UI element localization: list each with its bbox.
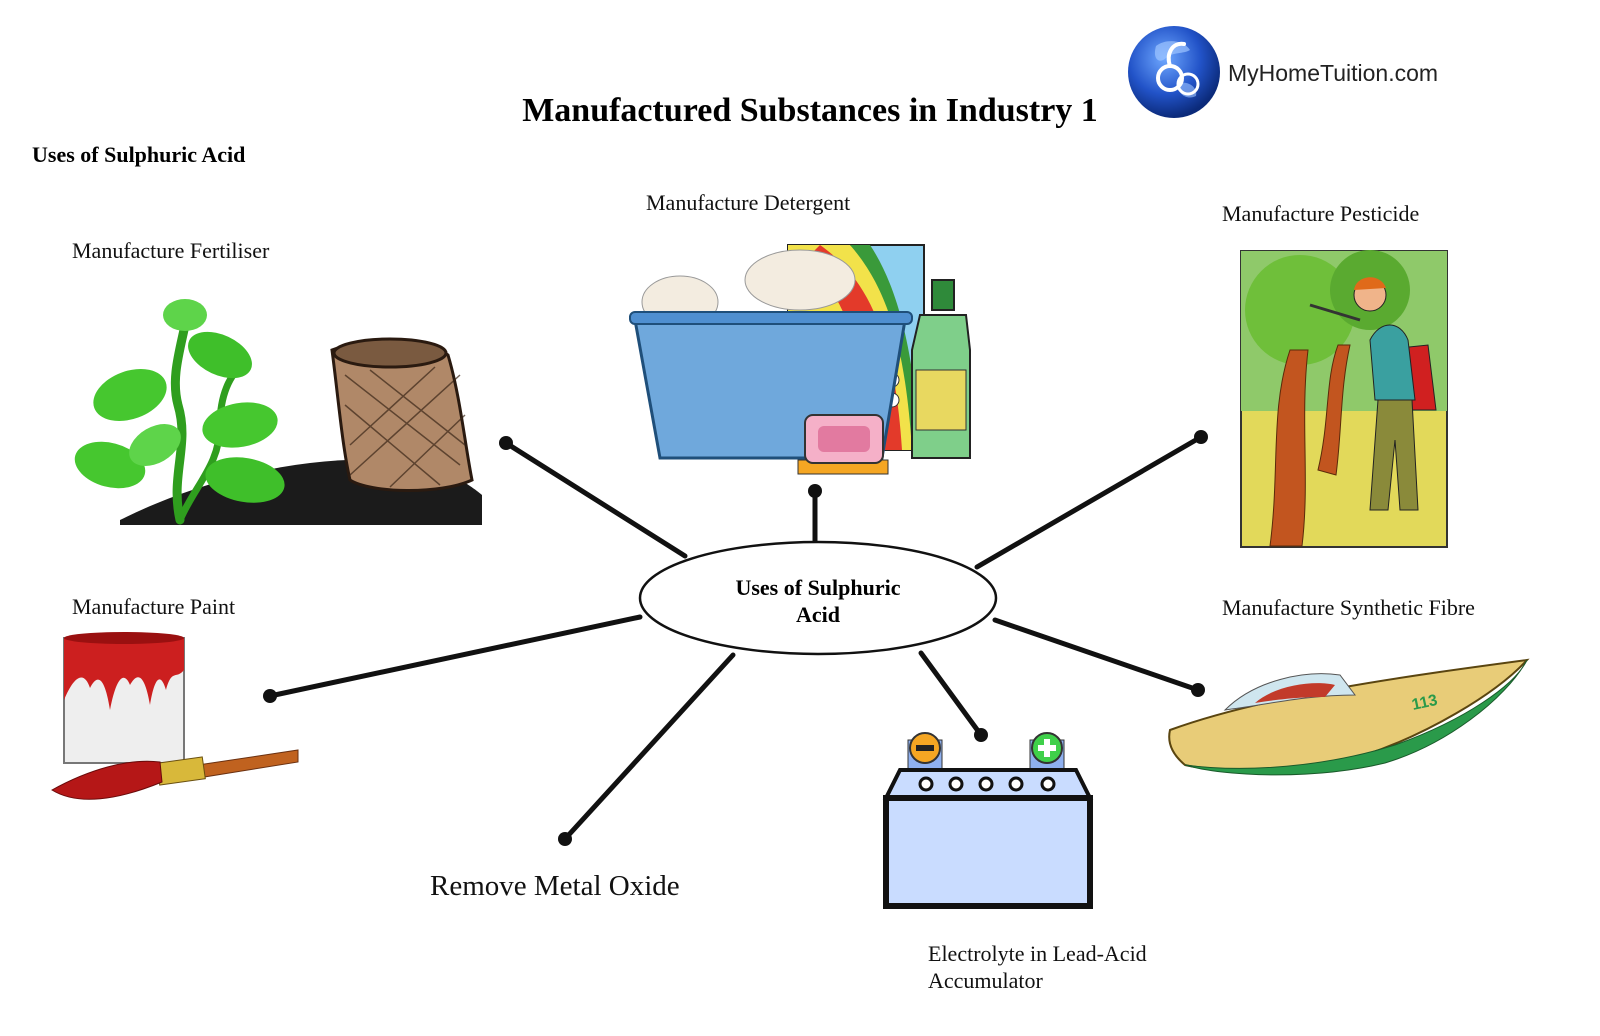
connector-pesticide — [974, 434, 1204, 570]
farmer-icon — [1309, 277, 1437, 511]
connector-synthetic-fibre — [992, 617, 1201, 693]
battery-illustration — [882, 732, 1094, 909]
connector-fertiliser — [503, 440, 688, 559]
sack-icon — [330, 337, 474, 492]
plant-icon — [74, 299, 285, 525]
center-label-line1: Uses of Sulphuric — [735, 575, 901, 600]
connector-dot — [263, 689, 277, 703]
connector-metal-oxide — [562, 652, 736, 842]
label-metal-oxide: Remove Metal Oxide — [430, 870, 680, 902]
connector-paint — [267, 614, 643, 699]
connector-dot — [558, 832, 572, 846]
boat-icon: 113 — [1168, 658, 1530, 776]
center-label: Uses of Sulphuric Acid — [660, 574, 976, 628]
synthetic-fibre-illustration: 113 — [1168, 658, 1530, 776]
label-detergent: Manufacture Detergent — [646, 190, 851, 215]
bottle-icon — [911, 279, 971, 459]
center-ellipse — [638, 540, 998, 656]
detergent-illustration — [629, 244, 971, 475]
paint-illustration — [51, 632, 299, 800]
paint-can-icon — [63, 632, 185, 764]
label-pesticide: Manufacture Pesticide — [1222, 201, 1420, 226]
connector-dot — [1191, 683, 1205, 697]
soap-icon — [797, 414, 889, 475]
boat-number: 113 — [1410, 692, 1439, 714]
connector-dot — [1194, 430, 1208, 444]
page-title: Manufactured Substances in Industry 1 — [522, 92, 1098, 129]
connector-dot — [808, 484, 822, 498]
tree-icon — [1245, 255, 1355, 365]
connector-dot — [499, 436, 513, 450]
label-electrolyte: Electrolyte in Lead-Acid Accumulator — [928, 940, 1147, 994]
label-paint: Manufacture Paint — [72, 594, 236, 619]
fertiliser-illustration — [74, 299, 482, 525]
label-synthetic-fibre: Manufacture Synthetic Fibre — [1222, 595, 1475, 620]
connector-dot — [974, 728, 988, 742]
label-electrolyte-line2: Accumulator — [928, 968, 1043, 993]
label-electrolyte-line1: Electrolyte in Lead-Acid — [928, 941, 1147, 966]
label-fertiliser: Manufacture Fertiliser — [72, 238, 270, 263]
pesticide-illustration — [1240, 250, 1448, 548]
globe-logo-icon — [1128, 26, 1220, 118]
center-label-line2: Acid — [796, 602, 840, 627]
connector-electrolyte — [918, 650, 984, 738]
brand-name: MyHomeTuition.com — [1228, 60, 1439, 86]
diagram-subtitle: Uses of Sulphuric Acid — [32, 142, 246, 167]
paintbrush-icon — [51, 749, 299, 800]
battery-icon — [882, 732, 1094, 909]
